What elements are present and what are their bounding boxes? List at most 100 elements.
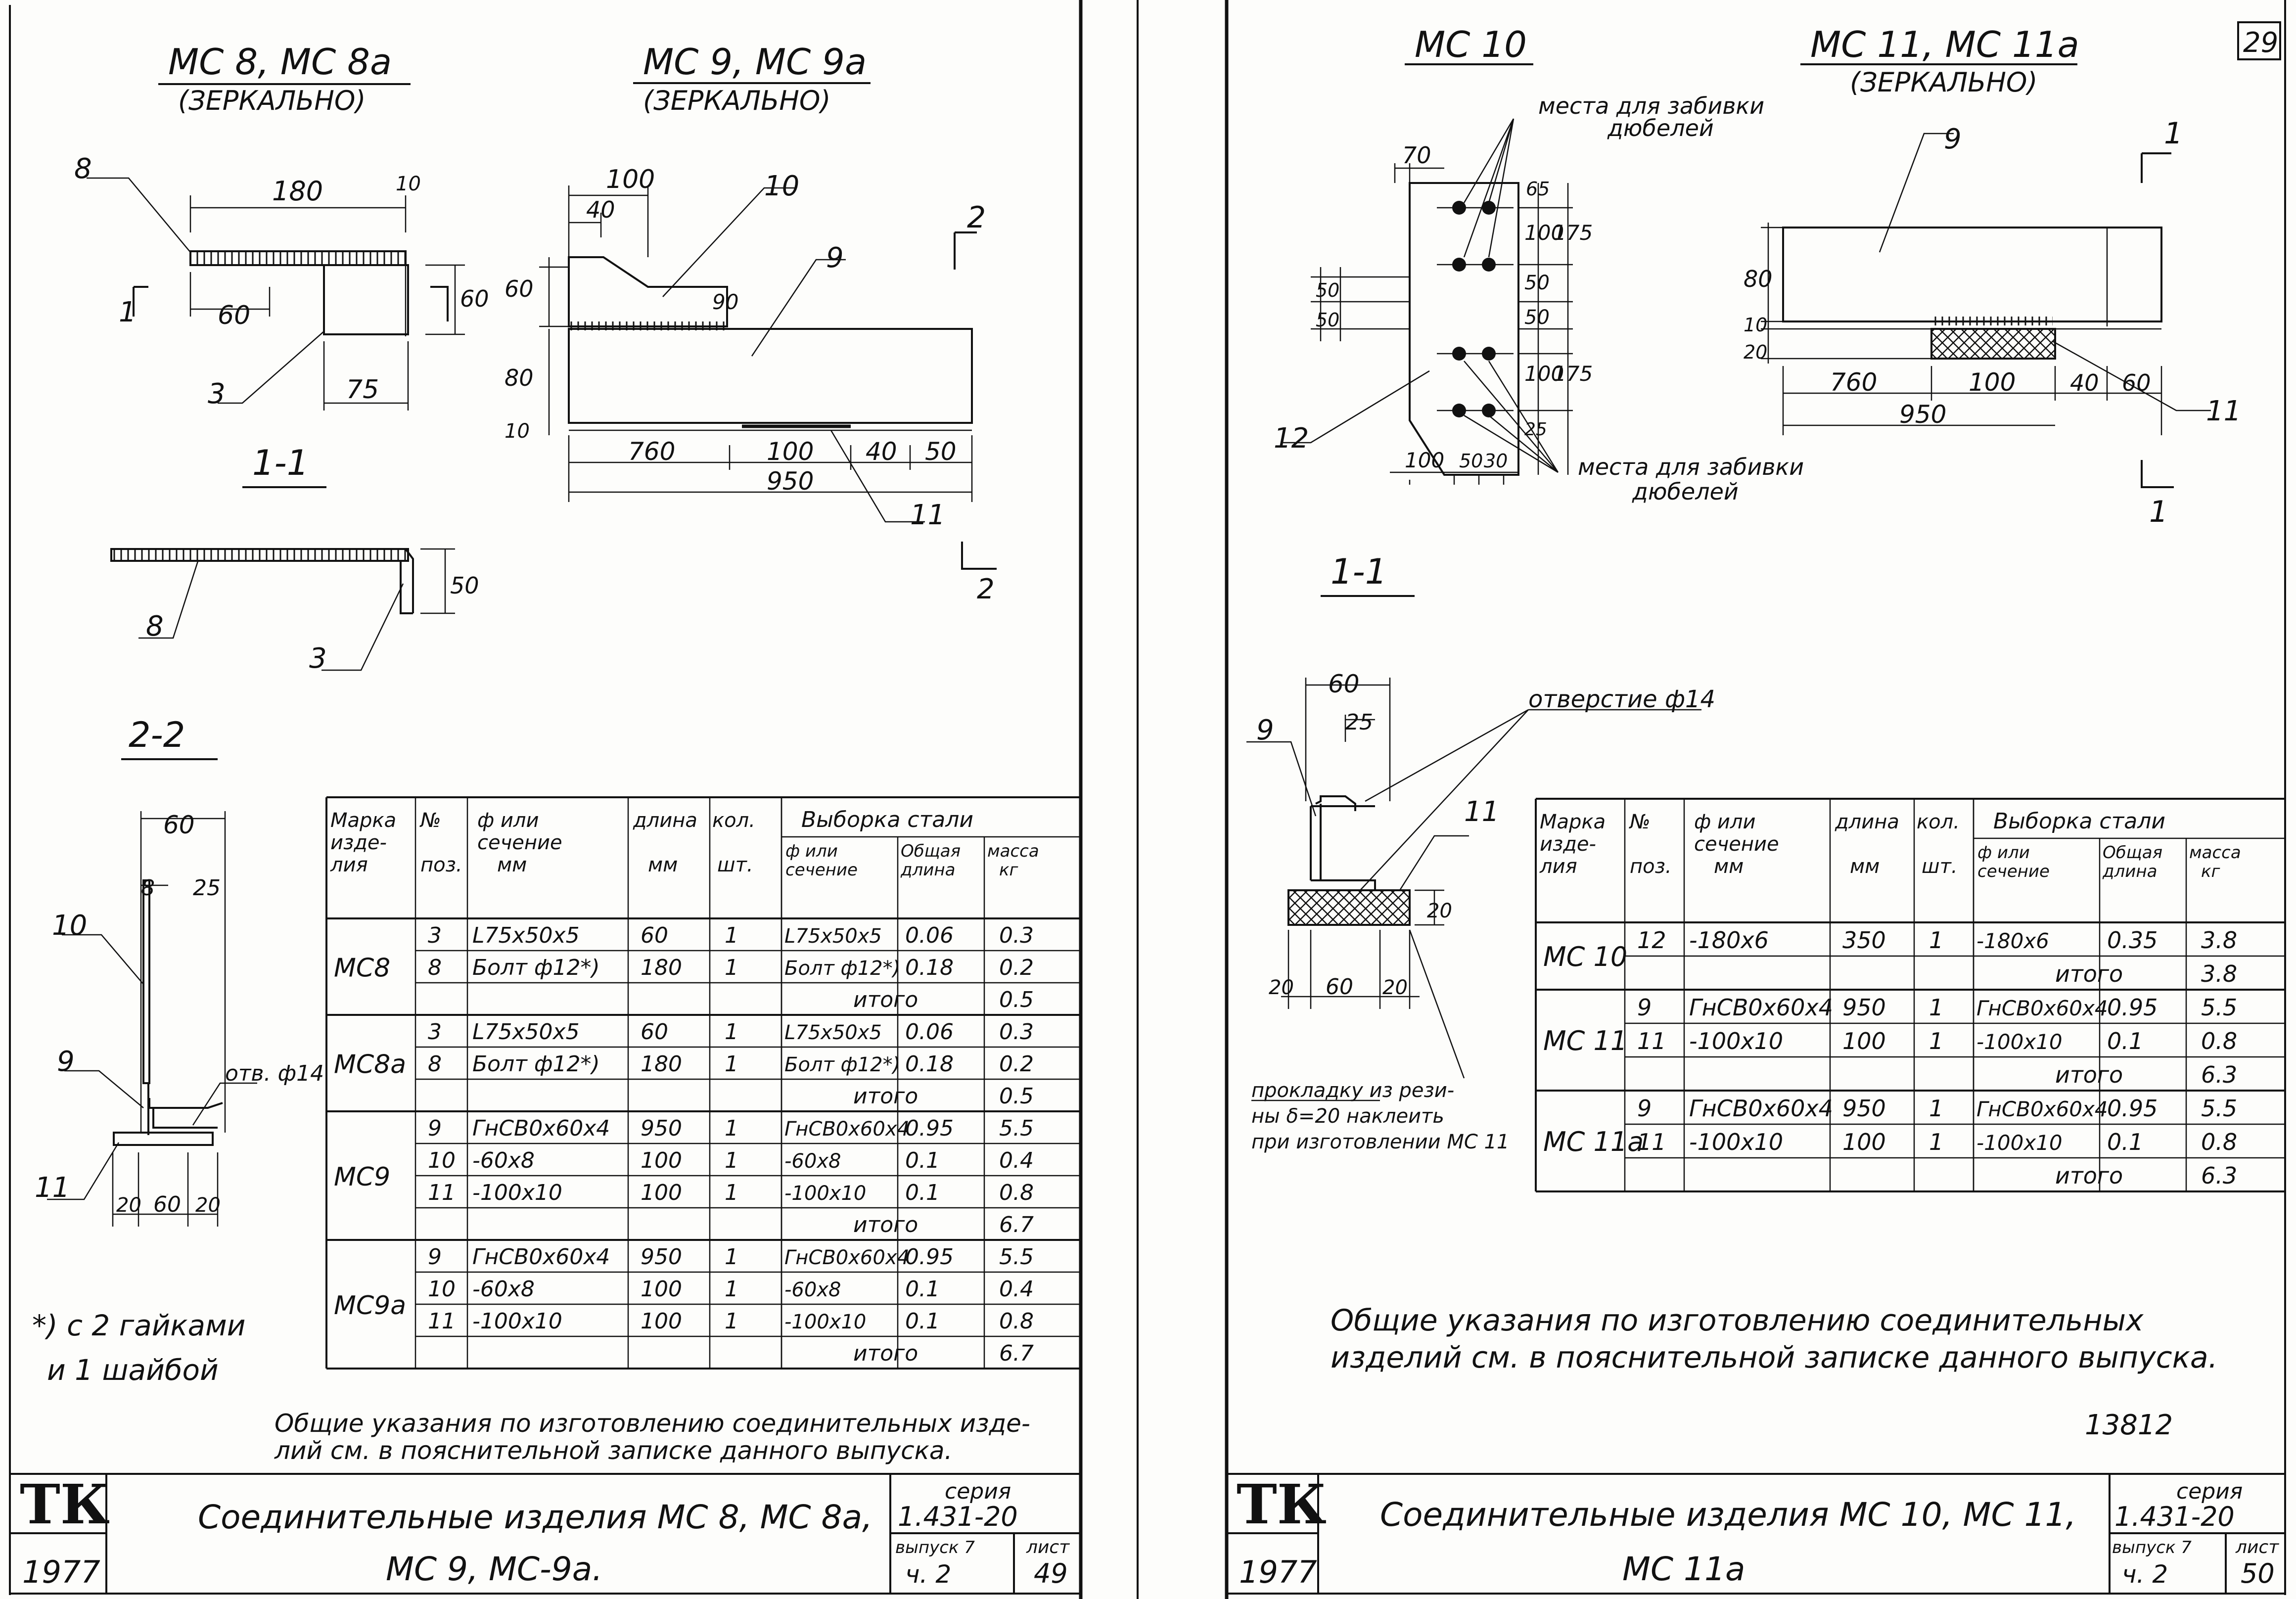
cell-pos: 9 — [428, 1244, 442, 1270]
cell-pos: 11 — [1637, 1129, 1666, 1155]
dim-100: 100 — [606, 165, 655, 194]
cell-qty: 1 — [725, 1277, 738, 1302]
dim-v10: 10 — [505, 420, 530, 443]
bolt-8-shape — [189, 250, 407, 266]
cell-length: 950 — [1842, 994, 1886, 1021]
mc9-plan-view: 100 40 90 60 80 10 760 100 40 50 950 10 … — [505, 165, 997, 605]
pos-11-section: 11 — [35, 1172, 70, 1204]
th-steel-section-2: сечение — [1977, 862, 2050, 881]
mc8-subtitle: (ЗЕРКАЛЬНО) — [178, 85, 366, 116]
cell-total: 6.3 — [2201, 1061, 2237, 1088]
cell-total-label: итого — [2055, 1061, 2123, 1088]
dim-s20b-right: 20 — [1382, 976, 1408, 999]
series-left: 1.431-20 — [898, 1501, 1018, 1532]
dim-v80-right: 80 — [1744, 266, 1773, 292]
cell-pos: 12 — [1637, 927, 1666, 954]
dim-s60-right: 60 — [1328, 670, 1360, 698]
pos-11-section-right: 11 — [1464, 796, 1499, 828]
pos-11-right: 11 — [2206, 395, 2241, 427]
cell-length: 950 — [1842, 1095, 1886, 1122]
dim-s60: 60 — [163, 811, 195, 839]
cell-steel-len: 0.18 — [905, 1051, 954, 1077]
cell-steel-section: -100х10 — [784, 1182, 866, 1205]
dim-60: 60 — [218, 301, 250, 330]
cell-steel-section: -100х10 — [1976, 1030, 2063, 1054]
section-mark-1-right: 1 — [2164, 116, 2183, 151]
cell-length: 100 — [641, 1277, 682, 1302]
dim-s60b-right: 60 — [1326, 974, 1353, 1000]
dim-760-right: 760 — [1830, 368, 1877, 397]
dim-175b: 175 — [1553, 362, 1593, 386]
cell-pos: 8 — [428, 1051, 442, 1077]
dim-40b: 40 — [866, 437, 897, 466]
cell-mark: МС 11а — [1543, 1126, 1644, 1157]
section-mark-1: 1 — [119, 296, 137, 328]
cell-section: ГнСВ0х60х4 — [472, 1116, 610, 1141]
cell-steel-len: 0.95 — [2107, 1095, 2158, 1122]
dim-s20a-right: 20 — [1269, 976, 1294, 999]
th-mark: Марка — [1540, 811, 1606, 833]
cell-mass: 0.4 — [999, 1148, 1034, 1173]
cell-section: Болт ф12*) — [472, 955, 600, 980]
cell-mass: 0.8 — [999, 1180, 1034, 1205]
footnote-left: *) с 2 гайками и 1 шайбой — [32, 1309, 245, 1387]
th-steel-len-2: длина — [900, 860, 955, 880]
cell-pos: 3 — [428, 923, 442, 948]
cell-section: -180х6 — [1689, 927, 1769, 954]
hole-note-right: отверстие ф14 — [1528, 685, 1715, 713]
cell-total: 6.3 — [2201, 1162, 2237, 1189]
dim-50b: 50 — [925, 437, 957, 466]
dim-760: 760 — [628, 437, 675, 466]
pad-note-line3: при изготовлении МС 11 — [1251, 1131, 1509, 1153]
cell-length: 950 — [641, 1116, 682, 1141]
right-note-line1: Общие указания по изготовлению соедините… — [1331, 1303, 2144, 1338]
pad-note-line1: прокладку из рези- — [1251, 1079, 1454, 1102]
issue-label-left: выпуск 7 — [895, 1538, 975, 1557]
sheet-right: 50 — [2241, 1558, 2275, 1589]
mc9-title-block: МС 9, МС 9а (ЗЕРКАЛЬНО) — [633, 41, 871, 116]
section-mark-2-bottom: 2 — [977, 573, 995, 605]
cell-mass: 0.2 — [999, 955, 1034, 980]
cell-steel-len: 0.1 — [905, 1180, 940, 1205]
cell-mass: 3.8 — [2201, 927, 2237, 954]
dim-180: 180 — [272, 176, 323, 207]
year-left: 1977 — [22, 1554, 100, 1590]
dim-s25-right: 25 — [1345, 710, 1373, 735]
section-2-2-label: 2-2 — [129, 715, 185, 755]
cell-steel-section: -60х8 — [784, 1279, 841, 1301]
page-number: 29 — [2243, 27, 2278, 59]
dim-70: 70 — [1402, 142, 1431, 169]
pos-8-section: 8 — [146, 610, 164, 642]
cell-section: Болт ф12*) — [472, 1051, 600, 1077]
cell-mark: МС8 — [334, 954, 390, 983]
cell-mass: 5.5 — [999, 1244, 1034, 1270]
dim-175a: 175 — [1553, 221, 1593, 245]
cell-qty: 1 — [725, 1244, 738, 1270]
cell-steel-len: 0.1 — [2107, 1028, 2143, 1054]
cell-steel-len: 0.1 — [905, 1277, 940, 1302]
dim-v80: 80 — [505, 365, 534, 391]
page-number-box: 29 — [2237, 21, 2281, 60]
pos-3-section: 3 — [309, 642, 327, 675]
dim-s20a: 20 — [116, 1194, 141, 1217]
cell-qty: 1 — [725, 923, 738, 948]
issue-left: ч. 2 — [905, 1560, 951, 1589]
dim-40-right: 40 — [2070, 369, 2099, 396]
dim-50b: 50 — [1524, 306, 1550, 329]
dim-100b: 100 — [767, 437, 814, 466]
th-steel-len: Общая — [2103, 843, 2162, 863]
cell-pos: 9 — [1637, 994, 1652, 1021]
th-section-3: мм — [497, 854, 527, 876]
cell-steel-section: Болт ф12*) — [784, 1053, 900, 1076]
cell-section: -60х8 — [472, 1148, 535, 1173]
cell-total-label: итого — [853, 1084, 918, 1109]
cell-qty: 1 — [725, 1116, 738, 1141]
dim-v10-right: 10 — [1744, 314, 1767, 336]
dim-75: 75 — [346, 375, 379, 405]
cell-qty: 1 — [1929, 927, 1943, 954]
mc10-title-block: МС 10 — [1405, 24, 1533, 65]
cell-pos: 11 — [428, 1309, 456, 1334]
